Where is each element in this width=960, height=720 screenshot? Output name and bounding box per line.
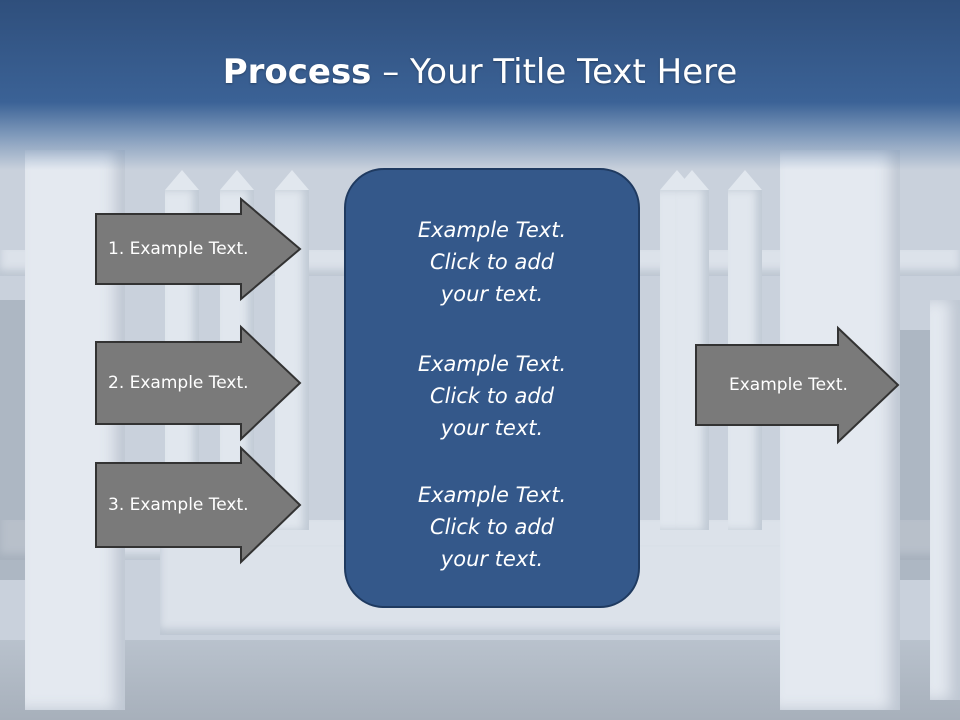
center-text-line: Click to add [429, 384, 554, 408]
center-text-line: your text. [440, 547, 544, 571]
center-text-block-1: Example Text. Click to add your text. [346, 214, 638, 310]
center-text-block-2: Example Text. Click to add your text. [346, 348, 638, 444]
center-text-line: Click to add [429, 515, 554, 539]
center-text-line: Example Text. [417, 218, 567, 242]
center-text-line: Example Text. [417, 483, 567, 507]
arrow-shape [695, 325, 900, 445]
title-bold: Process [222, 52, 372, 92]
process-arrow-3[interactable]: 3. Example Text. [95, 445, 302, 565]
title-rest: – Your Title Text Here [371, 52, 738, 92]
center-text-line: your text. [440, 416, 544, 440]
process-arrow-2[interactable]: 2. Example Text. [95, 324, 302, 442]
arrow-label: 1. Example Text. [108, 239, 249, 259]
arrow-shape [95, 196, 302, 302]
slide-title[interactable]: Process – Your Title Text Here [0, 52, 960, 92]
arrow-shape [95, 445, 302, 565]
arrow-label: 2. Example Text. [108, 373, 249, 393]
shadow [900, 330, 930, 580]
output-arrow[interactable]: Example Text. [695, 325, 900, 445]
fence-post-far-right [930, 300, 960, 700]
header-band [0, 0, 960, 170]
center-text-line: your text. [440, 282, 544, 306]
process-arrow-1[interactable]: 1. Example Text. [95, 196, 302, 302]
center-text-line: Example Text. [417, 352, 567, 376]
arrow-shape [95, 324, 302, 442]
center-text-line: Click to add [429, 250, 554, 274]
arrow-label: 3. Example Text. [108, 495, 249, 515]
center-text-block-3: Example Text. Click to add your text. [346, 479, 638, 575]
shadow [0, 300, 25, 580]
arrow-label: Example Text. [729, 375, 848, 395]
center-text-box[interactable]: Example Text. Click to add your text. Ex… [344, 168, 640, 608]
